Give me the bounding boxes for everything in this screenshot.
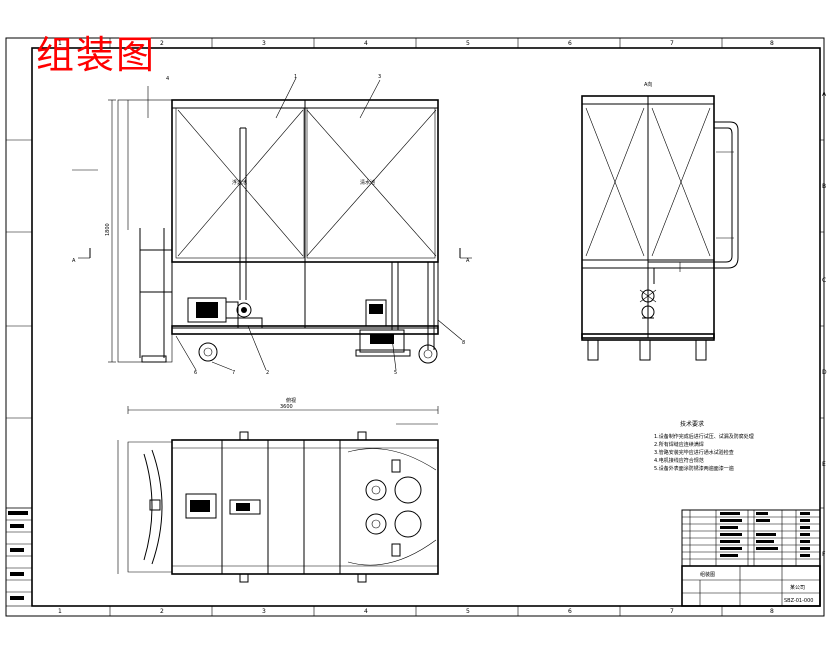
callout-4: 4 — [166, 76, 169, 82]
zone-bottom-7: 7 — [670, 608, 674, 615]
zone-top-2: 2 — [160, 40, 164, 47]
zone-top-5: 5 — [466, 40, 470, 47]
outer-frame — [5, 37, 825, 617]
zone-bottom-4: 4 — [364, 608, 368, 615]
zone-bottom-1: 1 — [58, 608, 62, 615]
disc-lower — [394, 510, 422, 538]
callout-5: 5 — [394, 370, 397, 376]
title-drawing-no: SBZ-01-000 — [784, 598, 813, 604]
zone-side-d: D — [822, 369, 827, 376]
zone-side-f: F — [822, 551, 826, 558]
tank-label-clear-water: 清水池 — [360, 179, 375, 186]
zone-bottom-2: 2 — [160, 608, 164, 615]
caster-wheel-left — [198, 342, 218, 362]
callout-7: 7 — [232, 370, 235, 376]
front-view: 1800 — [72, 77, 472, 371]
zone-side-b: B — [822, 183, 826, 190]
callout-3: 3 — [378, 74, 381, 80]
zone-bottom-5: 5 — [466, 608, 470, 615]
zone-top-7: 7 — [670, 40, 674, 47]
side-view-label: A向 — [644, 81, 652, 88]
callout-6: 6 — [194, 370, 197, 376]
tech-notes-heading: 技术要求 — [680, 420, 704, 428]
zone-bottom-8: 8 — [770, 608, 774, 615]
tech-note-4: 4.电机接线应符合规范 — [654, 457, 704, 464]
plan-pump-motor-1 — [185, 493, 217, 519]
tech-note-3: 3.管路安装完毕应进行通水试验检查 — [654, 449, 734, 456]
caster-wheel-right — [418, 344, 438, 364]
zone-side-e: E — [822, 461, 826, 468]
plan-view-label: 俯视 — [286, 397, 296, 404]
zone-top-1: 1 — [58, 40, 62, 47]
section-mark-left: A — [72, 258, 76, 264]
bom-table — [681, 509, 821, 567]
svg-text:1800: 1800 — [105, 223, 111, 236]
title-drawing-name: 组装图 — [700, 571, 715, 578]
svg-text:3600: 3600 — [280, 404, 293, 410]
zone-labels: 1 2 3 4 5 6 7 8 1 2 3 4 5 6 7 8 A B C D … — [58, 40, 827, 615]
inner-frame — [31, 47, 821, 607]
callout-1: 1 — [294, 74, 297, 80]
left-approval-block — [5, 507, 33, 607]
title-company: 某公司 — [790, 585, 805, 591]
tank-label-flotation: 浮选池 — [232, 179, 247, 186]
tech-note-5: 5.设备外表面涂防锈漆两遍面漆一遍 — [654, 465, 734, 472]
side-view — [581, 95, 739, 361]
zone-side-c: C — [822, 277, 826, 284]
tech-note-1: 1.设备制作完成后进行试压、试漏及防腐处理 — [654, 433, 754, 440]
base-skid — [171, 325, 439, 335]
plan-pump-motor-2 — [229, 499, 261, 515]
zone-bottom-6: 6 — [568, 608, 572, 615]
tech-notes: 技术要求 1.设备制作完成后进行试压、试漏及防腐处理 2.所有焊缝应连续满焊 3… — [654, 420, 754, 472]
zone-top-4: 4 — [364, 40, 368, 47]
callout-2: 2 — [266, 370, 269, 376]
zone-top-8: 8 — [770, 40, 774, 47]
zone-bottom-3: 3 — [262, 608, 266, 615]
zone-ticks — [6, 38, 824, 616]
pump-motor-2 — [365, 299, 387, 327]
zone-top-6: 6 — [568, 40, 572, 47]
tech-note-2: 2.所有焊缝应连续满焊 — [654, 441, 704, 448]
section-mark-right: A — [466, 258, 470, 264]
title-block: 组装图 某公司 SBZ-01-000 — [681, 565, 821, 607]
plan-view: 3600 — [117, 404, 439, 583]
zone-top-3: 3 — [262, 40, 266, 47]
zone-side-a: A — [822, 91, 827, 98]
callout-8: 8 — [462, 340, 465, 346]
disc-upper — [394, 476, 422, 504]
drawing-title-stamp: 组装图 — [36, 33, 157, 77]
front-view-labels: 浮选池 清水池 4 1 3 6 7 2 5 8 A A — [72, 74, 470, 376]
